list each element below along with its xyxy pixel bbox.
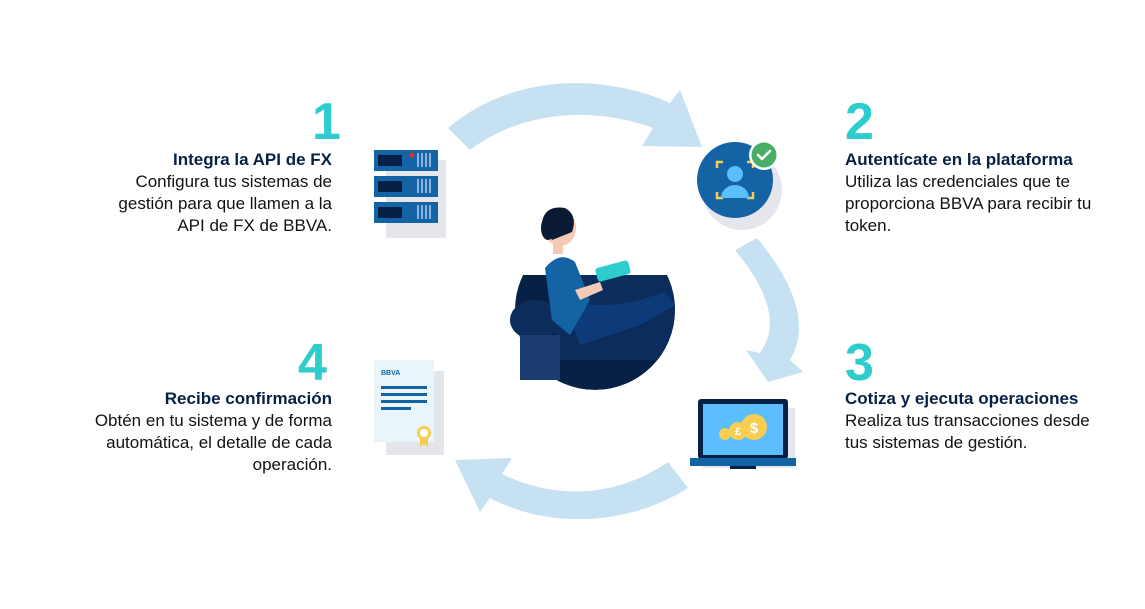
step-4-description: Obtén en tu sistema y de forma automátic… bbox=[94, 411, 332, 474]
step-2-title: Autentícate en la plataforma bbox=[845, 150, 1073, 169]
server-rack-icon bbox=[374, 150, 446, 238]
step-4-title: Recibe confirmación bbox=[164, 389, 332, 408]
step-3-title: Cotiza y ejecuta operaciones bbox=[845, 389, 1079, 408]
step-1-number: 1 bbox=[312, 93, 341, 151]
step-1-title: Integra la API de FX bbox=[172, 150, 332, 169]
arrow-step2-to-step3 bbox=[735, 238, 803, 382]
cycle-arrows bbox=[448, 83, 803, 520]
woman-with-tablet-illustration bbox=[510, 207, 675, 390]
svg-text:£: £ bbox=[735, 426, 741, 438]
arrow-step1-to-step2 bbox=[448, 83, 702, 150]
step-4-number: 4 bbox=[298, 334, 327, 392]
user-authentication-icon bbox=[697, 140, 782, 230]
step-3-number: 3 bbox=[845, 334, 874, 392]
arrow-step3-to-step4 bbox=[455, 458, 688, 520]
step-2-number: 2 bbox=[845, 93, 874, 151]
step-2-description: Utiliza las credenciales que te proporci… bbox=[845, 172, 1092, 235]
laptop-currency-icon: $ £ bbox=[690, 399, 796, 469]
document-brand-label: BBVA bbox=[381, 370, 400, 377]
certificate-document-icon: BBVA bbox=[374, 360, 444, 455]
svg-text:$: $ bbox=[750, 420, 759, 437]
step-3-description: Realiza tus transacciones desde tus sist… bbox=[845, 411, 1090, 452]
step-1-description: Configura tus sistemas de gestión para q… bbox=[118, 172, 332, 235]
